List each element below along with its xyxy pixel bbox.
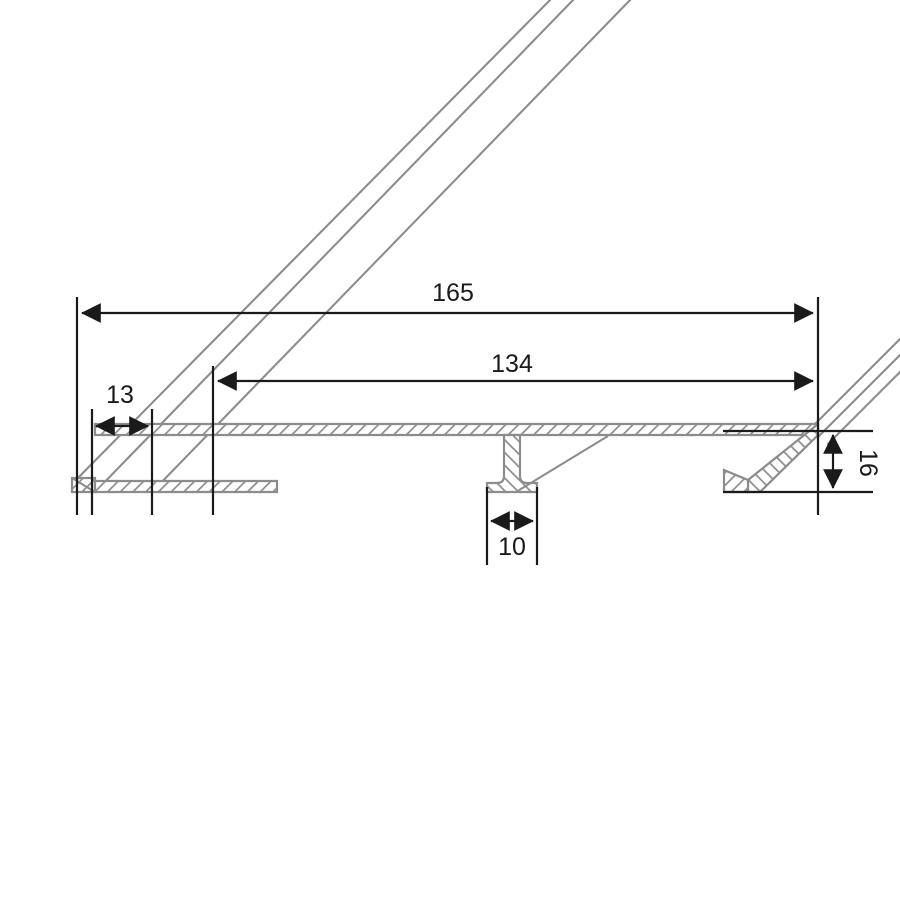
- right-leg-foot-chamfer: [723, 469, 749, 481]
- plate-body: [93, 422, 820, 437]
- dimension-label-13: 13: [106, 381, 134, 409]
- dimension-label-165: 165: [432, 279, 474, 307]
- diagonal-edge-2: [93, 0, 575, 494]
- left-end-hook: [70, 476, 279, 494]
- dimension-annotation-layer: [75, 297, 873, 565]
- horizontal-plate-section: [93, 422, 820, 437]
- diagonal-edge-3: [150, 0, 632, 494]
- right-leg-edge-mid: [816, 353, 900, 439]
- dimension-text-layer: 165 134 13 10 16: [106, 279, 882, 561]
- dimension-label-16: 16: [854, 449, 882, 477]
- extrusion-diagonal-lines: [70, 0, 632, 494]
- diagonal-edge-1: [70, 0, 552, 486]
- left-flange-body: [93, 479, 279, 494]
- right-leg-edge-top: [808, 337, 900, 431]
- dimension-label-10: 10: [498, 533, 526, 561]
- rib-leader-line: [515, 435, 609, 493]
- dimension-label-134: 134: [491, 350, 533, 378]
